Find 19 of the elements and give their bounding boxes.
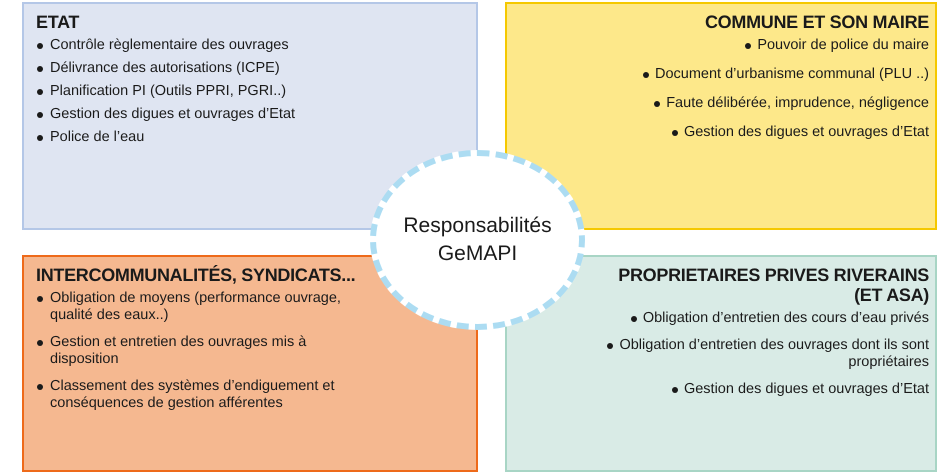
bullet-item: Planification PI (Outils PPRI, PGRI..) <box>36 83 464 100</box>
panel-heading: PROPRIETAIRES PRIVES RIVERAINS (ET ASA) <box>617 265 929 305</box>
bullet-item: Gestion des digues et ouvrages d’Etat <box>547 124 929 141</box>
panel-heading: ETAT <box>36 12 80 32</box>
bullet-item: Contrôle règlementaire des ouvrages <box>36 37 464 54</box>
panel-heading: INTERCOMMUNALITÉS, SYNDICATS... <box>36 265 356 285</box>
bullet-item: Document d’urbanisme communal (PLU ..) <box>547 66 929 83</box>
bullet-item: Police de l’eau <box>36 129 464 146</box>
bullet-item: Délivrance des autorisations (ICPE) <box>36 60 464 77</box>
bullet-item: Gestion des digues et ouvrages d’Etat <box>36 106 464 123</box>
bullet-item: Classement des systèmes d’endiguement et conséquences de gestion afférentes <box>36 378 376 412</box>
bullet-item: Faute délibérée, imprudence, négligence <box>547 95 929 112</box>
panel-heading: COMMUNE ET SON MAIRE <box>704 12 929 32</box>
bullet-item: Obligation d’entretien des cours d’eau privés <box>597 310 929 327</box>
bullet-item: Obligation d’entretien des ouvrages dont ils sont propriétaires <box>597 337 929 371</box>
center-label: Responsabilités GeMAPI <box>402 213 552 267</box>
bullet-item: Pouvoir de police du maire <box>547 37 929 54</box>
bullet-item: Gestion des digues et ouvrages d’Etat <box>597 381 929 398</box>
bullet-item: Gestion et entretien des ouvrages mis à disposition <box>36 334 376 368</box>
